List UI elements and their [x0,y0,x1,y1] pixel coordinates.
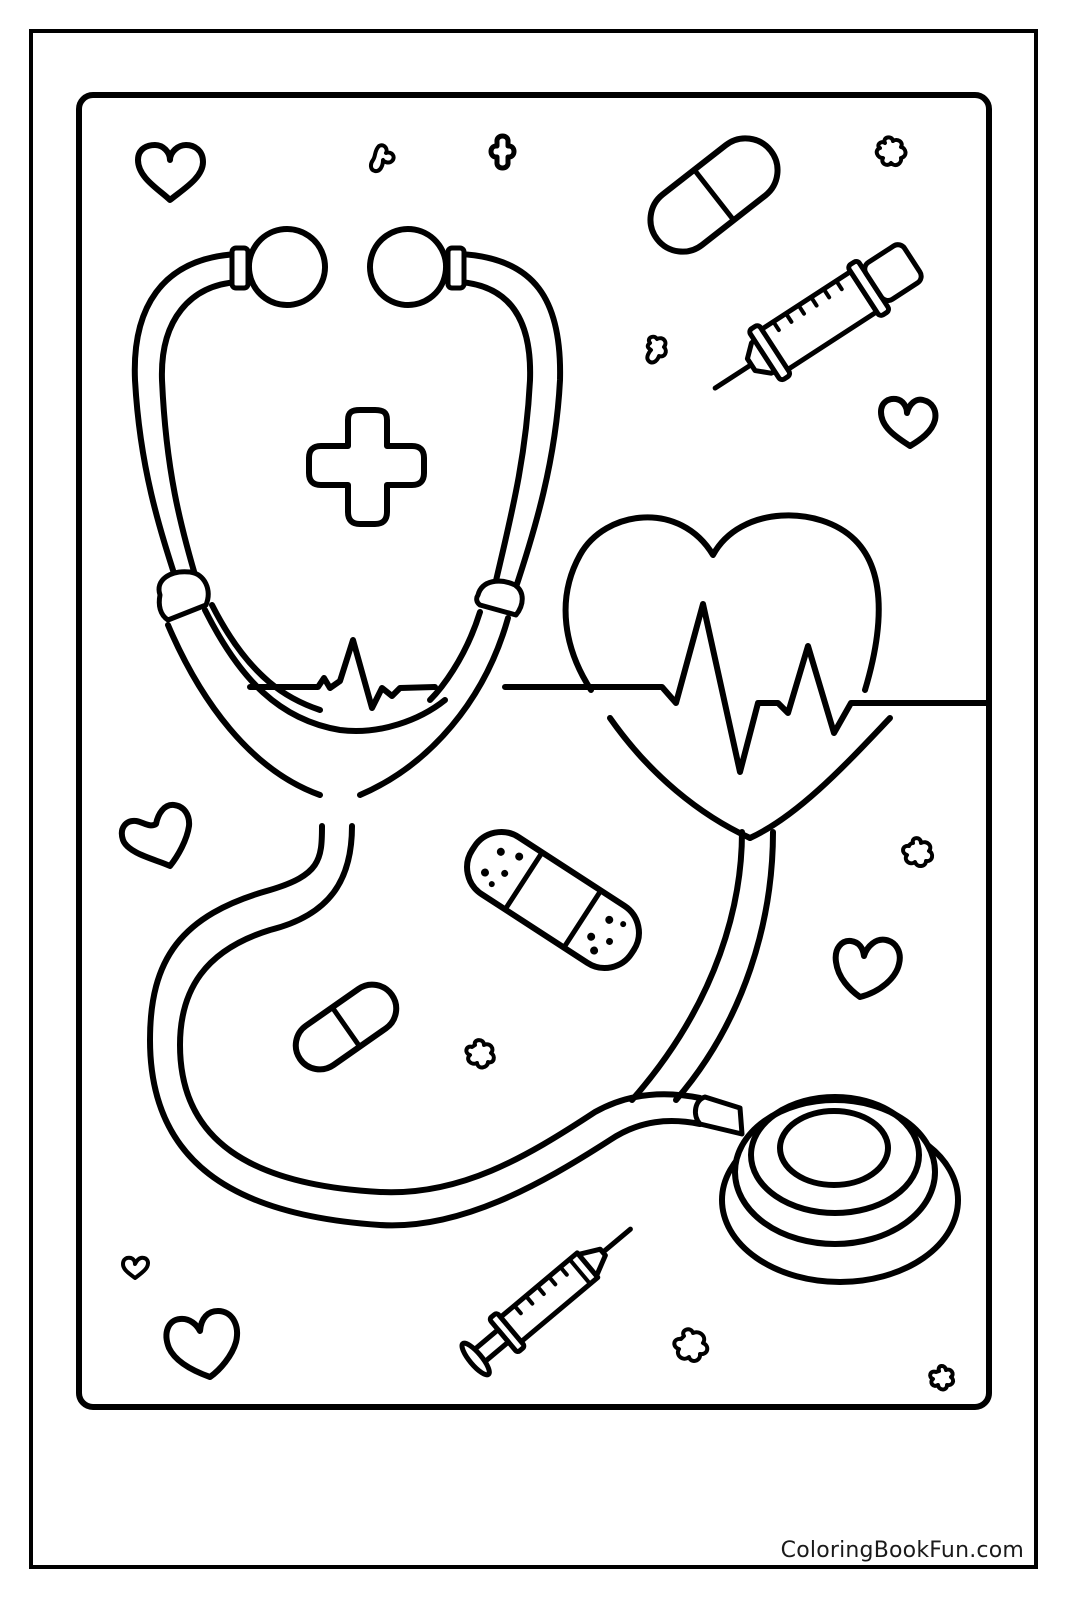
heart-icon-left-middle [118,801,193,869]
sparkle-cross-icon-bottom-center [672,1327,710,1363]
sparkle-cross-icon-right-middle [901,836,935,868]
sparkle-cross-icon-center-bottom [464,1038,496,1070]
sparkle-icon-top-center-blob [368,143,396,174]
outer-frame [29,29,1038,1569]
stethoscope-clip-right [474,578,525,618]
stethoscope-chestpiece [719,1094,961,1285]
sparkle-blob-icon-left-upper [645,334,668,365]
heart-icon-top-left [135,142,206,203]
stethoscope-clip-left [156,569,211,623]
inner-frame [76,92,992,1410]
heart-icon-right-lower [832,936,903,1000]
stethoscope-connector [692,1094,745,1137]
heartbeat-line [247,601,990,775]
heart-icon-bottom-left [163,1308,240,1380]
pill-capsule-icon-middle [292,981,400,1073]
syringe-icon-top [712,242,924,391]
stethoscope-binaurals [131,251,564,798]
sparkle-cross-icon-bottom-right [928,1364,956,1392]
pill-capsule-icon-top [647,135,781,255]
stethoscope-tubing [147,823,776,1229]
syringe-icon-bottom [459,1226,633,1378]
bandage-icon [464,829,642,971]
heart-icon-right-upper [878,395,939,449]
watermark-text: ColoringBookFun.com [780,1538,1024,1563]
sparkle-cross-icon-top-right [874,135,908,168]
heart-icon-bottom-left-small [121,1255,150,1280]
stethoscope-earpiece-right [367,226,467,308]
stethoscope-earpiece-left [229,226,328,308]
medical-cross-icon [306,407,427,527]
sparkle-cross-icon-top-center [488,133,517,171]
large-heart-icon [562,512,893,841]
